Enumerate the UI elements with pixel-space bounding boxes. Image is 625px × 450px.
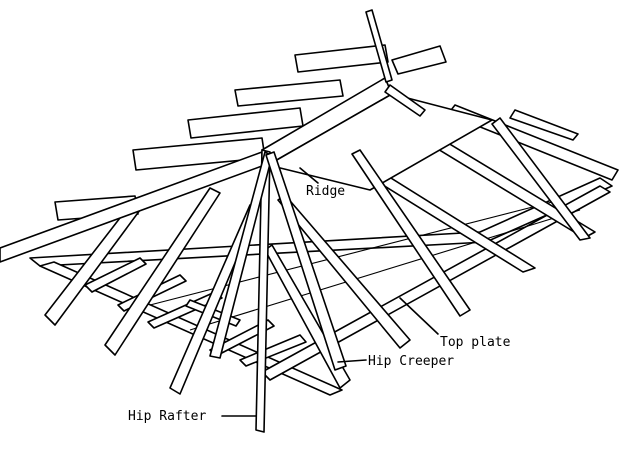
hip-creepers <box>44 149 471 395</box>
label-top-plate: Top plate <box>440 335 511 350</box>
collar-boards <box>54 44 447 221</box>
hip-rafters <box>209 9 426 433</box>
eave-rafter-left <box>0 151 263 263</box>
label-hip-rafter: Hip Rafter <box>128 409 206 424</box>
leader-lines <box>221 167 439 417</box>
ridge-board <box>261 77 493 191</box>
label-hip-creeper: Hip Creeper <box>368 354 454 369</box>
label-ridge: Ridge <box>306 184 345 199</box>
